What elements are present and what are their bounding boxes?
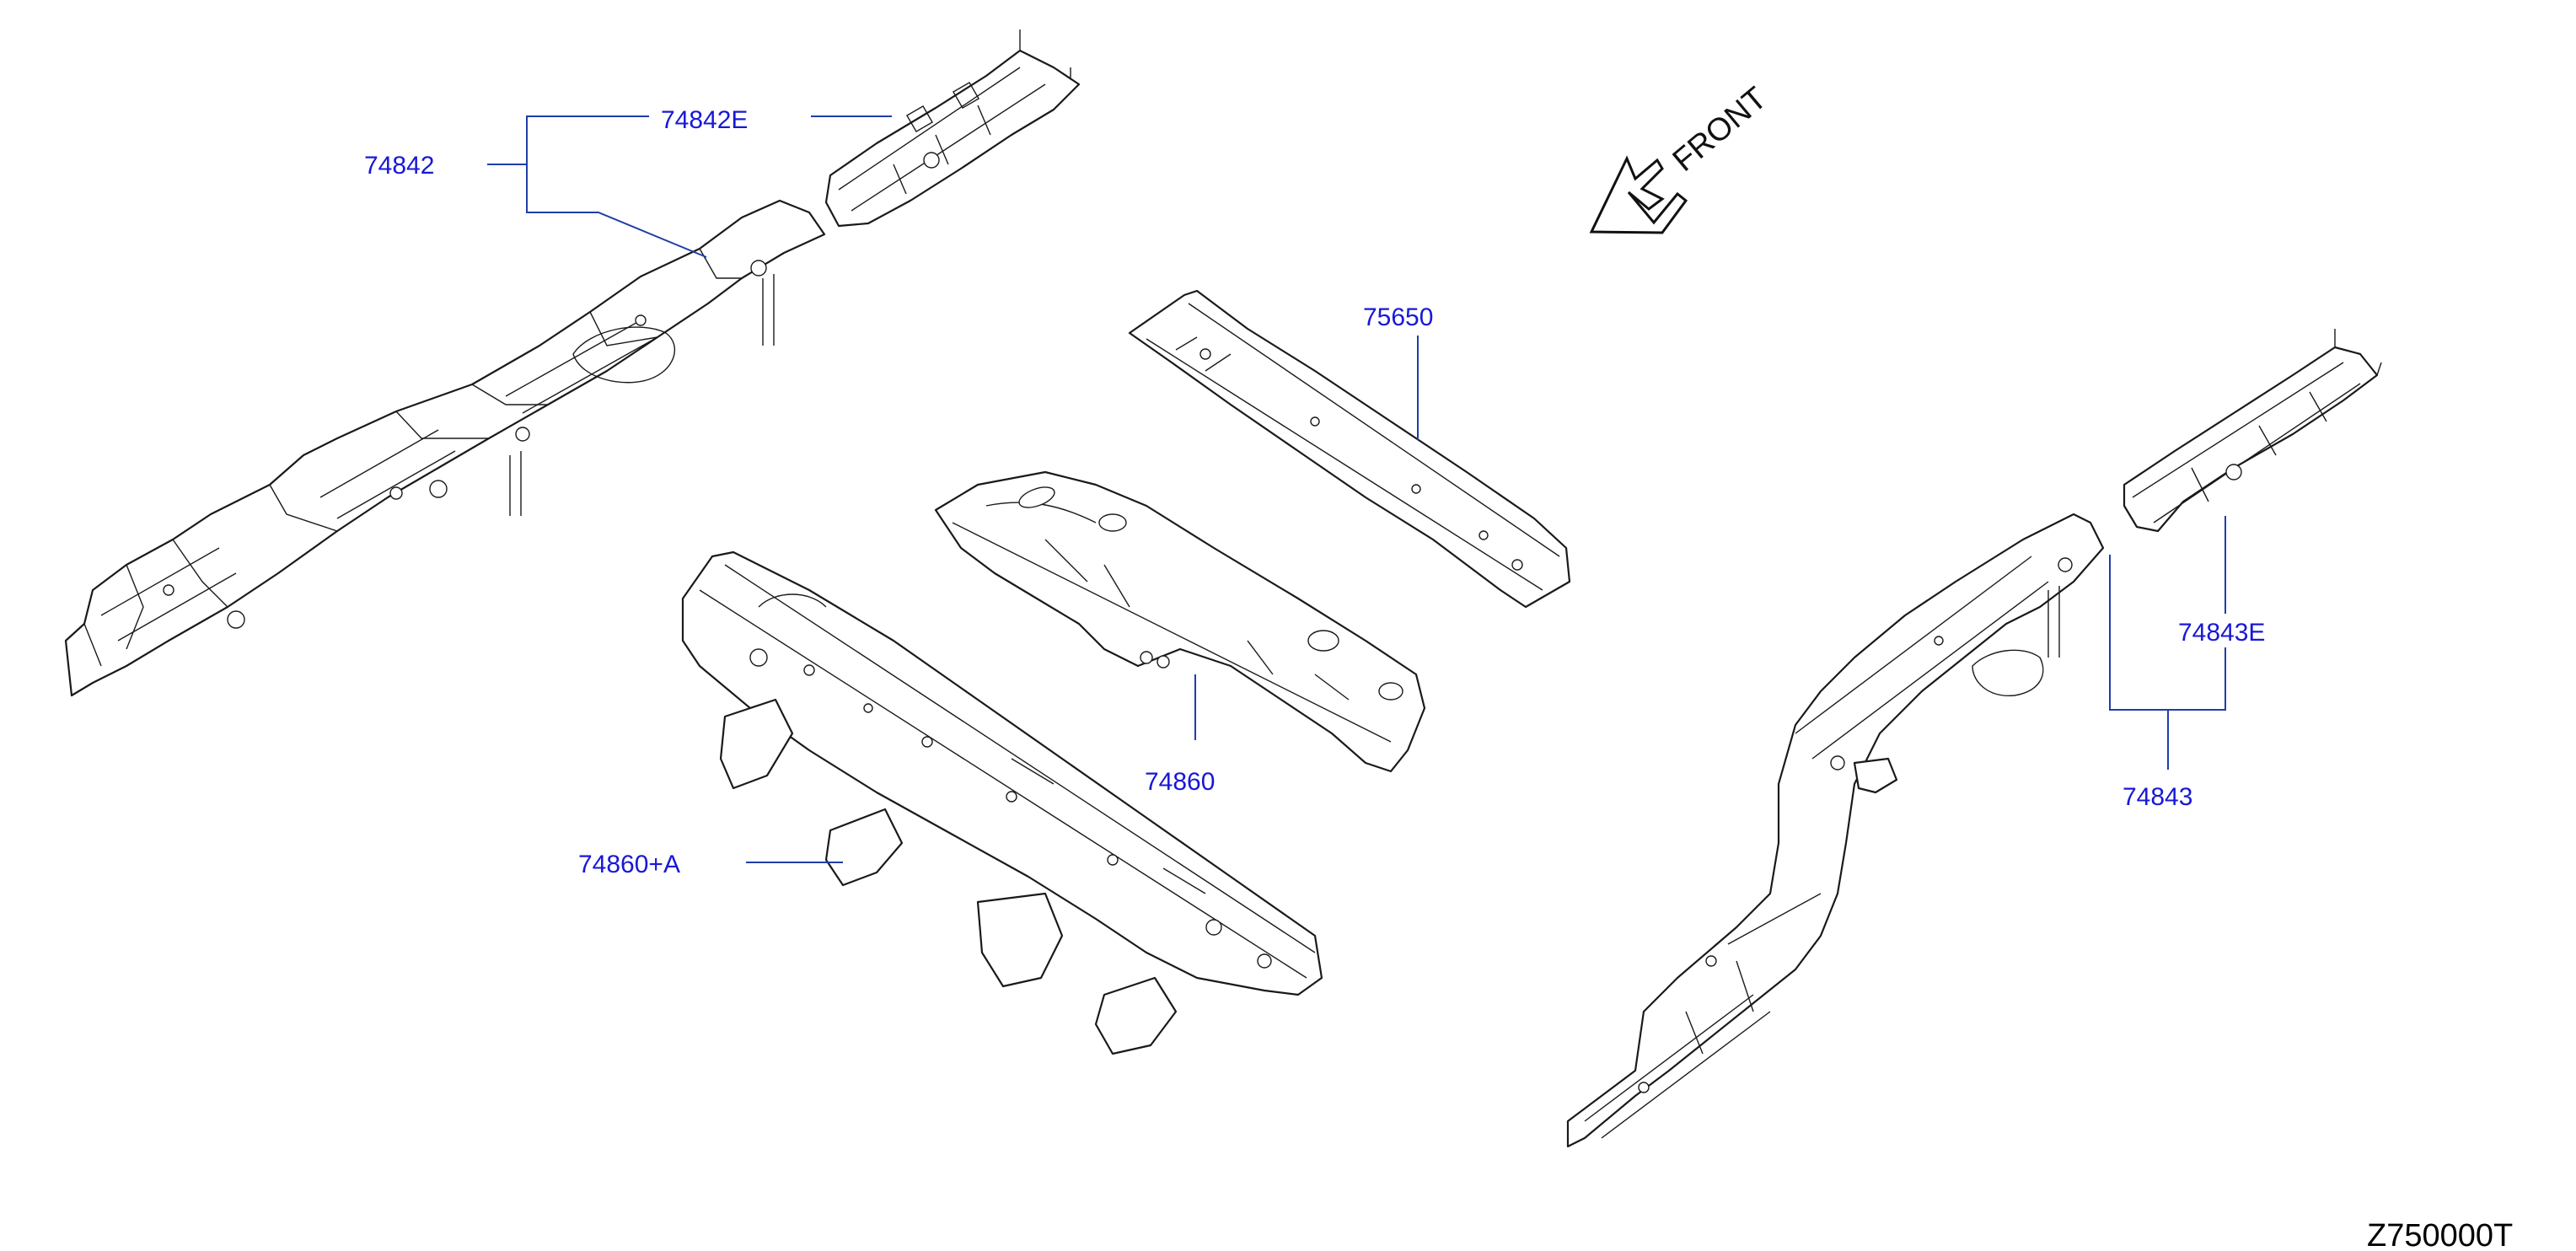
front-label: FRONT bbox=[1666, 81, 1774, 179]
leader-lines bbox=[487, 115, 2226, 863]
part-74842-side-member bbox=[64, 199, 826, 697]
callout-74842E: 74842E bbox=[661, 106, 748, 134]
part-74842E-extension bbox=[824, 30, 1081, 228]
leader-74842-bracket bbox=[526, 115, 707, 258]
part-74860A-floor-member bbox=[681, 550, 1323, 1055]
front-direction-arrow: FRONT bbox=[1589, 81, 1774, 234]
callout-75650: 75650 bbox=[1363, 303, 1433, 331]
part-74843-side-member bbox=[1566, 513, 2105, 1148]
front-arrow-icon bbox=[1589, 155, 1688, 234]
part-75650-cross-member bbox=[1128, 289, 1571, 609]
callout-74843E: 74843E bbox=[2178, 619, 2265, 647]
part-74860-floor-panel bbox=[934, 470, 1426, 773]
callout-74860: 74860 bbox=[1145, 768, 1215, 796]
diagram-reference-id: Z750000T bbox=[2367, 1218, 2513, 1251]
callout-74843: 74843 bbox=[2123, 783, 2192, 811]
callout-74842: 74842 bbox=[364, 152, 434, 180]
callout-74860A: 74860+A bbox=[578, 851, 680, 878]
callout-labels: 74842 74842E 75650 74860 74860+A 74843E … bbox=[364, 106, 2265, 878]
part-74843E-extension bbox=[2123, 329, 2382, 533]
